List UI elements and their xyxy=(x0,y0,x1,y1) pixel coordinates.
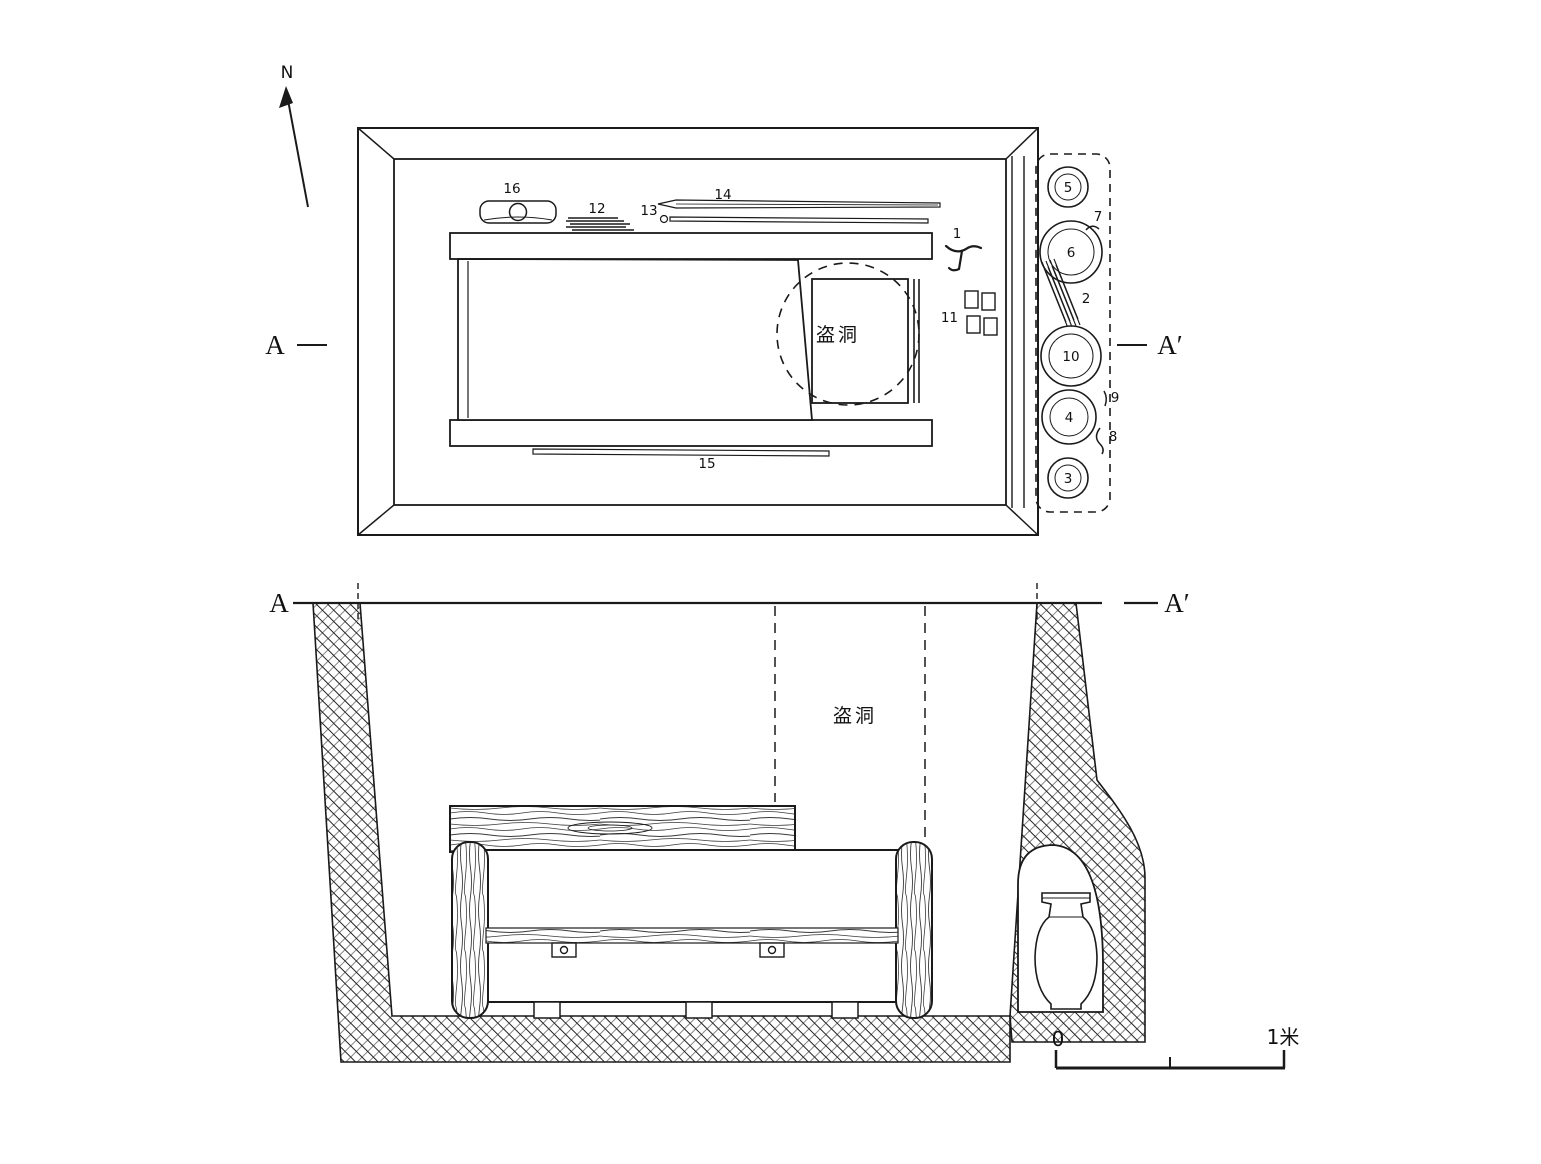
vessel-6 xyxy=(1039,220,1103,284)
artifact-7 xyxy=(1085,225,1100,231)
artifact-label-12: 12 xyxy=(588,201,605,217)
scale-zero-label: 0 xyxy=(1052,1027,1065,1051)
plan-robber-hole-label: 盗洞 xyxy=(816,324,860,346)
robber-hole-circle xyxy=(776,262,920,406)
section-marker-a: A xyxy=(269,588,289,618)
coffin-feet xyxy=(533,1001,859,1019)
coffin-lid-plan xyxy=(457,258,813,421)
coffin-body xyxy=(485,849,899,1003)
coffin-seam-blocks xyxy=(551,942,785,958)
vessel-label-10: 10 xyxy=(1062,349,1079,365)
niche-pot xyxy=(1034,892,1098,1010)
plan-marker-a-prime: A′ xyxy=(1157,330,1182,360)
chamber-cover-beam xyxy=(449,805,796,853)
north-label: N xyxy=(281,63,294,83)
plan-marker-a: A xyxy=(265,330,285,360)
vessel-label-5: 5 xyxy=(1064,180,1073,196)
section-view: A A′ 盗洞 xyxy=(269,583,1300,1070)
coffin-end-board-left xyxy=(451,841,489,1019)
artifact-label-11: 11 xyxy=(941,310,958,326)
chamber-bottom-beam xyxy=(449,419,933,447)
artifact-14 xyxy=(657,199,941,209)
vessel-3 xyxy=(1047,457,1089,499)
artifact-label-9: 9 xyxy=(1111,390,1120,406)
robber-hole-chamber xyxy=(811,278,909,404)
artifact-1 xyxy=(944,244,983,272)
artifact-13 xyxy=(659,214,929,224)
artifact-2 xyxy=(1041,258,1081,329)
vessel-4 xyxy=(1041,389,1097,445)
scale-bar xyxy=(1054,1050,1286,1070)
artifact-label-14: 14 xyxy=(714,187,731,203)
artifact-15 xyxy=(532,448,830,457)
chamber-top-beam xyxy=(449,232,933,260)
chamber-plan xyxy=(449,232,933,447)
artifact-label-13: 13 xyxy=(640,203,657,219)
artifact-label-16: 16 xyxy=(503,181,520,197)
north-arrow-head xyxy=(279,86,293,108)
vessel-alcove: 5 6 2 10 4 xyxy=(1035,153,1120,513)
artifact-8 xyxy=(1095,427,1104,455)
scale-one-meter-label: 1米 xyxy=(1267,1025,1300,1049)
artifact-12 xyxy=(566,217,634,231)
artifact-9 xyxy=(1103,390,1108,407)
plan-view: N A A′ 盗洞 xyxy=(265,63,1183,536)
artifact-label-15: 15 xyxy=(698,456,715,472)
coffin-plank-seam xyxy=(485,927,899,944)
section-marker-a-prime: A′ xyxy=(1164,588,1189,618)
vessel-5 xyxy=(1047,166,1089,208)
north-arrow: N xyxy=(279,63,309,208)
artifact-label-2: 2 xyxy=(1082,291,1091,307)
vessel-10 xyxy=(1040,325,1102,387)
coffin-section xyxy=(451,841,933,1019)
artifact-16 xyxy=(479,200,557,224)
pit-outline-plan xyxy=(357,127,1039,536)
artifact-label-8: 8 xyxy=(1109,429,1118,445)
vessel-label-3: 3 xyxy=(1064,471,1073,487)
artifact-11 xyxy=(964,290,998,336)
vessel-label-6: 6 xyxy=(1067,245,1076,261)
vessel-label-4: 4 xyxy=(1065,410,1074,426)
coffin-end-board-right xyxy=(895,841,933,1019)
section-robber-hole-label: 盗洞 xyxy=(833,705,877,727)
artifact-label-1: 1 xyxy=(953,226,962,242)
artifact-label-7: 7 xyxy=(1094,209,1103,225)
